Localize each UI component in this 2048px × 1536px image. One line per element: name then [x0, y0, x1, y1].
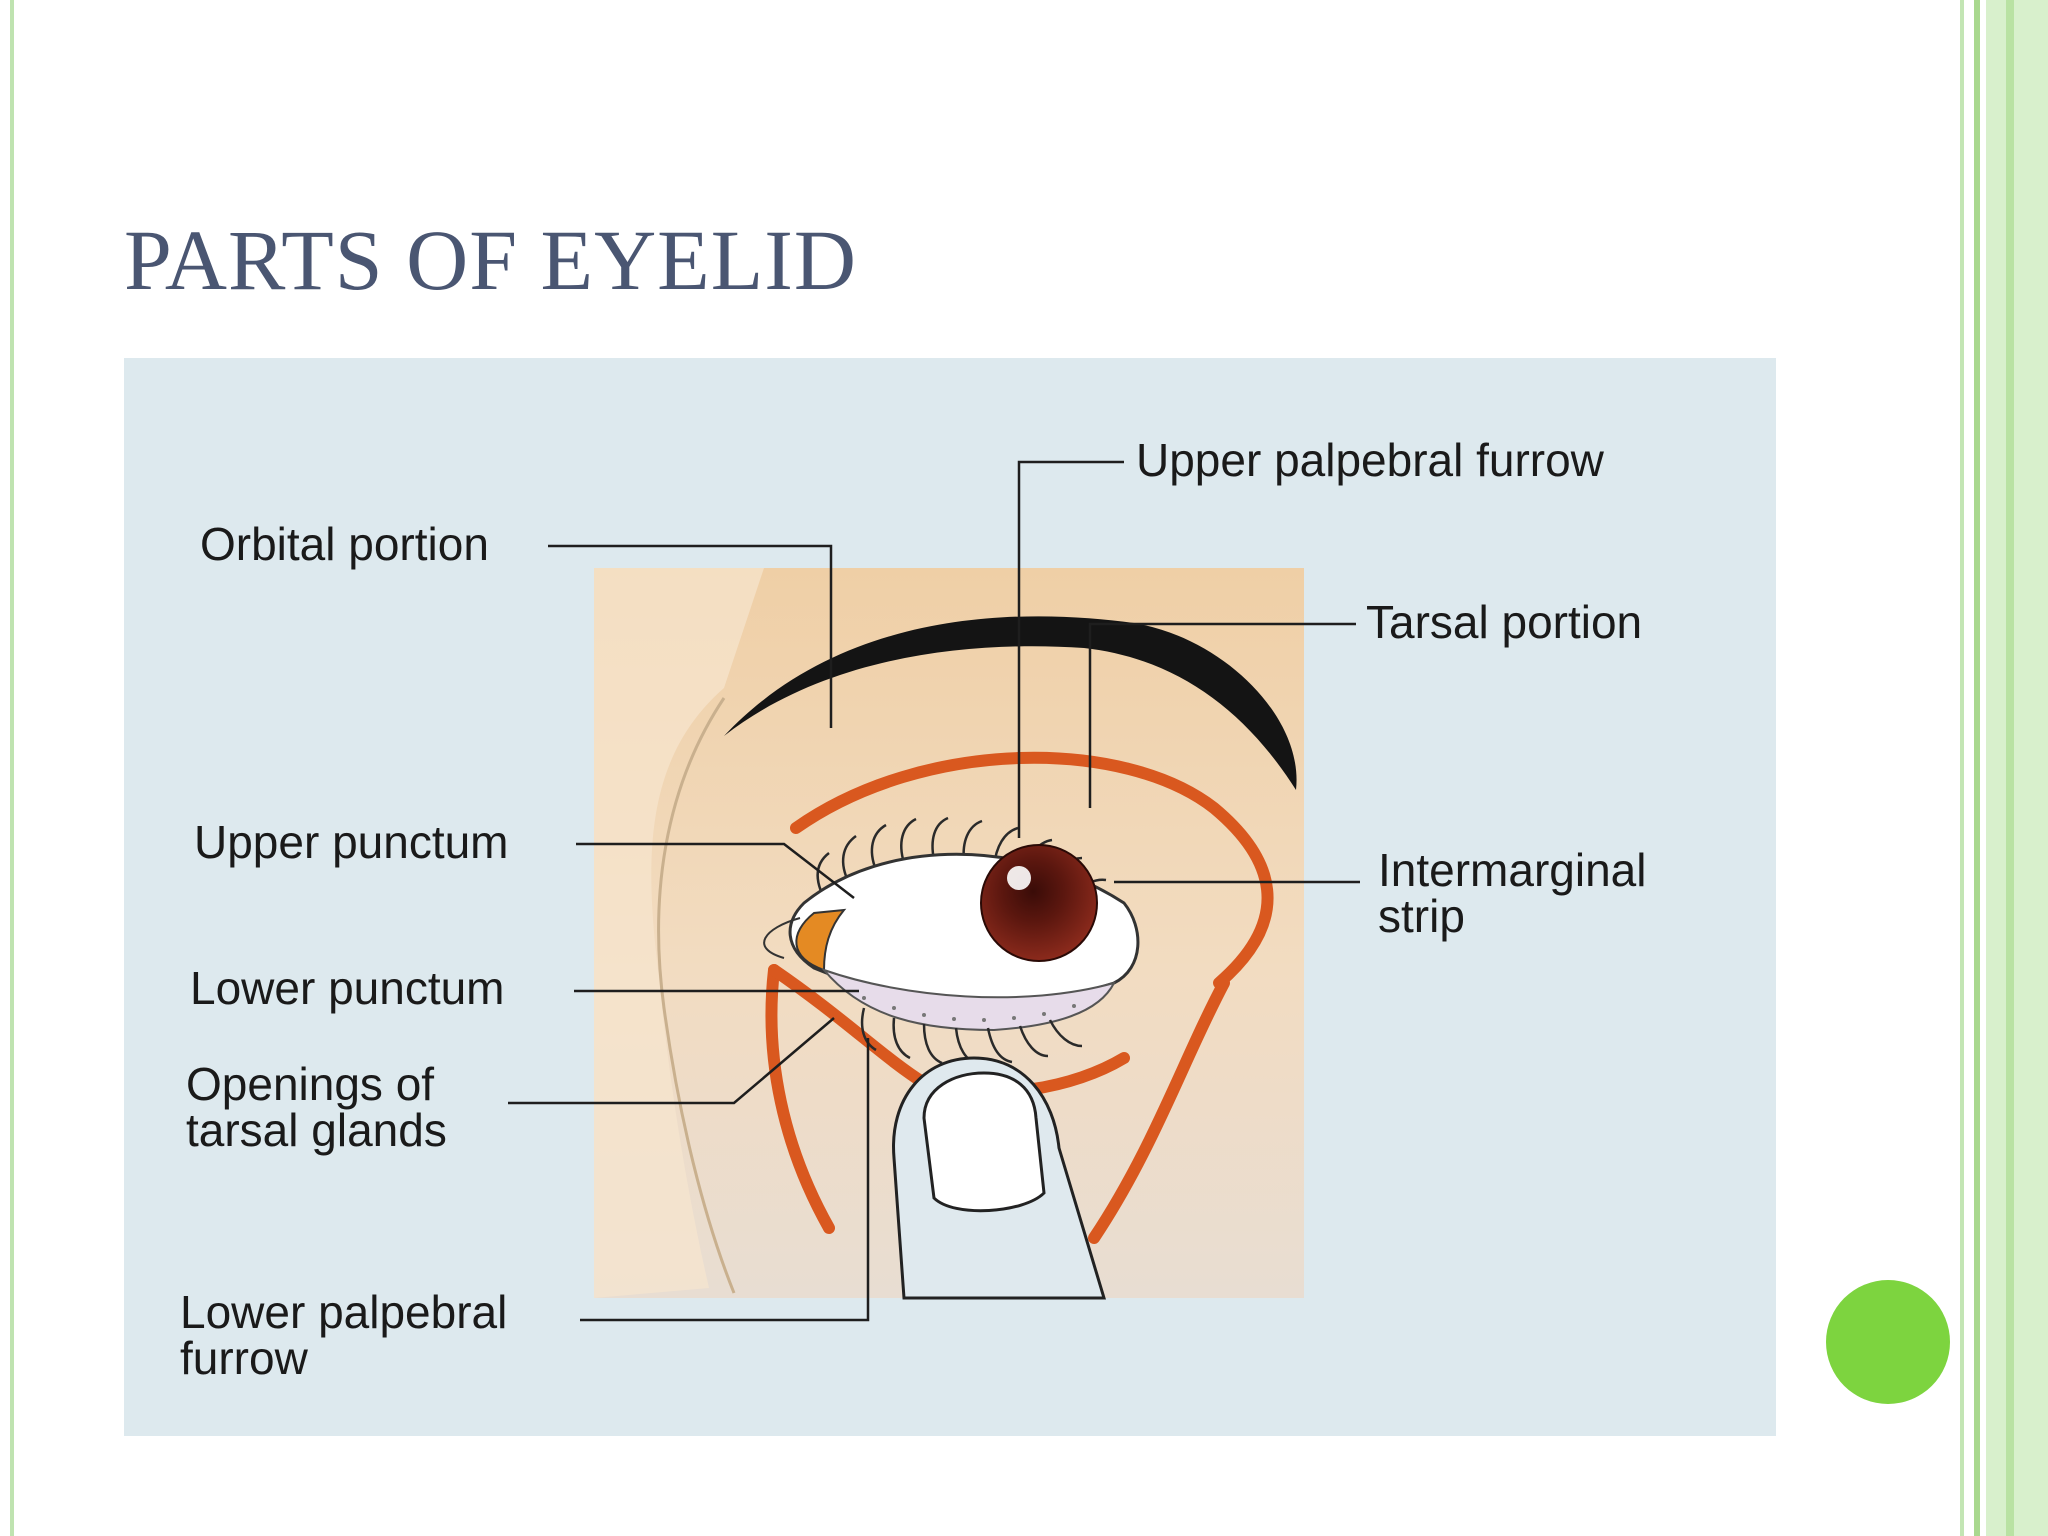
lower-palpebral-furrow-line	[765, 964, 835, 1234]
label-orbital-portion: Orbital portion	[200, 518, 489, 570]
label-upper-palpebral-furrow: Upper palpebral furrow	[1136, 434, 1605, 486]
finger	[892, 1056, 1107, 1300]
label-lower-palpebral-furrow-2: furrow	[180, 1332, 309, 1384]
label-tarsal-portion: Tarsal portion	[1366, 596, 1642, 648]
label-openings-2: tarsal glands	[186, 1104, 447, 1156]
eyebrow	[724, 616, 1297, 790]
label-lower-punctum: Lower punctum	[190, 962, 505, 1014]
decorative-green-circle	[1826, 1280, 1950, 1404]
upper-palpebral-furrow-line	[790, 751, 1274, 989]
gland-openings	[862, 996, 1076, 1022]
eyelid-diagram: Upper palpebral furrow Orbital portion T…	[124, 358, 1776, 1436]
right-frame-border	[1956, 0, 2048, 1536]
label-openings-1: Openings of	[186, 1058, 434, 1110]
left-frame-border	[0, 0, 24, 1536]
label-intermarginal-strip-2: strip	[1378, 890, 1465, 942]
lower-lid-margin	[820, 967, 1116, 1032]
label-lower-palpebral-furrow-1: Lower palpebral	[180, 1286, 507, 1338]
iris	[980, 844, 1098, 962]
label-intermarginal-strip-1: Intermarginal	[1378, 844, 1646, 896]
pupil-highlight	[1007, 866, 1031, 890]
slide-title: PARTS OF EYELID	[124, 212, 857, 308]
leader-lines	[508, 460, 1360, 1322]
label-upper-punctum: Upper punctum	[194, 816, 509, 868]
